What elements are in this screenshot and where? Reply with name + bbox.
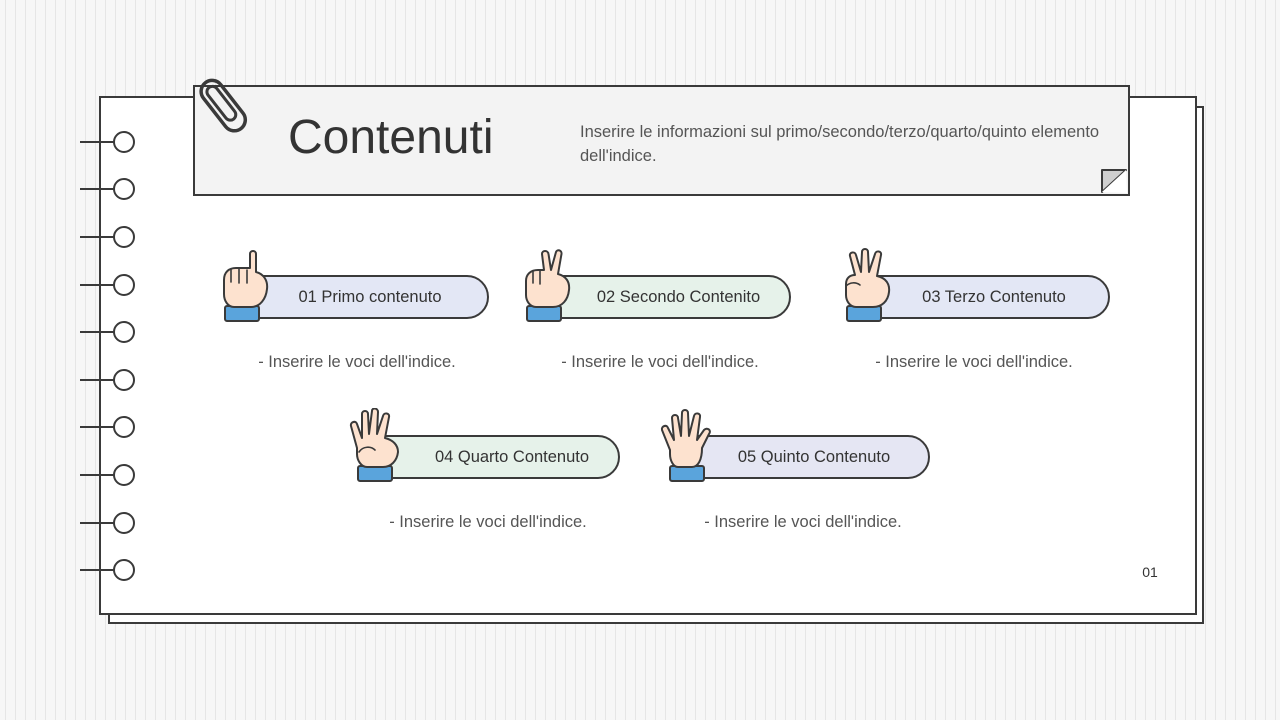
content-item-5-label: 05 Quinto Contenuto bbox=[690, 435, 930, 479]
hand-five-fingers-icon bbox=[660, 409, 711, 482]
content-item-1-text: 01 Primo contenuto bbox=[298, 287, 442, 306]
binding-ring-icon bbox=[80, 320, 138, 344]
content-item-1-description: - Inserire le voci dell'indice. bbox=[258, 353, 456, 371]
binding-ring-icon bbox=[80, 511, 138, 535]
binding-ring-icon bbox=[80, 368, 138, 392]
content-item-4-text: 04 Quarto Contenuto bbox=[434, 447, 590, 466]
content-item-3-description: - Inserire le voci dell'indice. bbox=[875, 353, 1073, 371]
paperclip-icon bbox=[199, 78, 248, 133]
binding-ring-icon bbox=[80, 130, 138, 154]
hand-four-fingers-icon bbox=[349, 408, 399, 482]
hand-one-finger-icon bbox=[223, 250, 269, 322]
content-item-4-description: - Inserire le voci dell'indice. bbox=[389, 513, 587, 531]
hand-three-fingers-icon bbox=[845, 248, 891, 322]
content-item-2-text: 02 Secondo Contenito bbox=[596, 287, 761, 306]
content-item-2-label: 02 Secondo Contenito bbox=[548, 275, 791, 319]
content-item-1-label: 01 Primo contenuto bbox=[246, 275, 489, 319]
binding-ring-icon bbox=[80, 273, 138, 297]
content-item-5-text: 05 Quinto Contenuto bbox=[737, 447, 891, 466]
content-item-2-description: - Inserire le voci dell'indice. bbox=[561, 353, 759, 371]
hand-two-fingers-icon bbox=[525, 249, 571, 322]
title-card bbox=[193, 85, 1130, 196]
content-item-3-label: 03 Terzo Contenuto bbox=[870, 275, 1110, 319]
page-title: Contenuti bbox=[288, 111, 494, 164]
binding-ring-icon bbox=[80, 177, 138, 201]
binding-ring-icon bbox=[80, 415, 138, 439]
page-subtitle: Inserire le informazioni sul primo/secon… bbox=[580, 123, 1100, 165]
binding-ring-icon bbox=[80, 463, 138, 487]
content-item-3-text: 03 Terzo Contenuto bbox=[922, 287, 1066, 306]
content-item-5-description: - Inserire le voci dell'indice. bbox=[704, 513, 902, 531]
page-number: 01 bbox=[1142, 564, 1158, 580]
binding-ring-icon bbox=[80, 558, 138, 582]
content-item-4-label: 04 Quarto Contenuto bbox=[380, 435, 620, 479]
page-fold-icon bbox=[1101, 169, 1127, 193]
binding-ring-icon bbox=[80, 225, 138, 249]
